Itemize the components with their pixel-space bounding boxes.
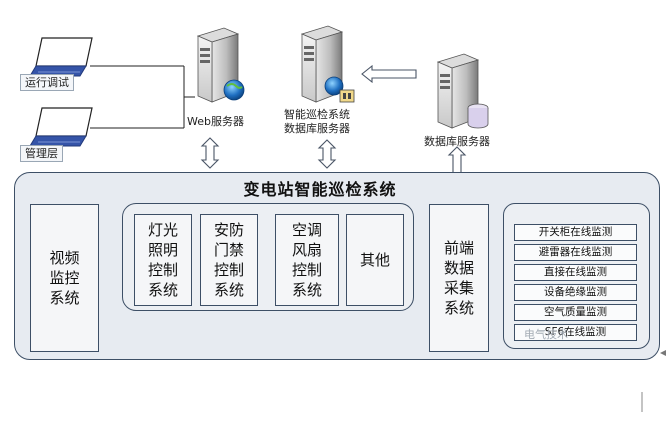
frontend-collection-box: 前端数据采集系统 [429, 204, 489, 352]
inspection-db-server-icon [300, 25, 355, 103]
control-module-other: 其他 [346, 214, 404, 306]
web-server-label: Web服务器 [187, 115, 244, 128]
control-module-label: 其他 [359, 251, 390, 269]
control-module-hvac: 空调风扇控制系统 [275, 214, 339, 306]
watermark-text: 电气技术 [524, 328, 568, 341]
monitor-item: 设备绝缘监测 [514, 284, 637, 301]
inspection-to-system-arrow [317, 139, 337, 169]
client-label-debug: 运行调试 [20, 74, 74, 91]
web-to-system-arrow [200, 137, 220, 169]
laptop-icon [30, 37, 93, 77]
control-module-label: 灯光照明控制系统 [148, 221, 179, 299]
control-module-lighting: 灯光照明控制系统 [134, 214, 192, 306]
control-module-label: 安防门禁控制系统 [214, 221, 245, 299]
monitor-item: 避雷器在线监测 [514, 244, 637, 261]
db-server-label: 数据库服务器 [424, 135, 490, 148]
video-monitor-system-label: 视频监控系统 [49, 249, 80, 307]
main-system-title: 变电站智能巡检系统 [243, 180, 397, 199]
db-to-inspection-arrow [361, 64, 417, 84]
control-module-label: 空调风扇控制系统 [292, 221, 323, 299]
frontend-collection-label: 前端数据采集系统 [444, 239, 475, 317]
monitor-item: SF6在线监测 [514, 324, 637, 341]
monitor-item: 直接在线监测 [514, 264, 637, 281]
monitor-item: 空气质量监测 [514, 304, 637, 321]
web-server-icon [196, 27, 245, 103]
client-label-management: 管理层 [20, 145, 63, 162]
monitor-item: 开关柜在线监测 [514, 224, 637, 241]
control-module-security: 安防门禁控制系统 [200, 214, 258, 306]
laptop-icon [30, 107, 93, 147]
db-server-icon [436, 53, 489, 129]
inspection-db-server-label: 智能巡检系统 数据库服务器 [284, 108, 350, 135]
edge-marker [660, 350, 666, 356]
video-monitor-system-box: 视频监控系统 [30, 204, 99, 352]
